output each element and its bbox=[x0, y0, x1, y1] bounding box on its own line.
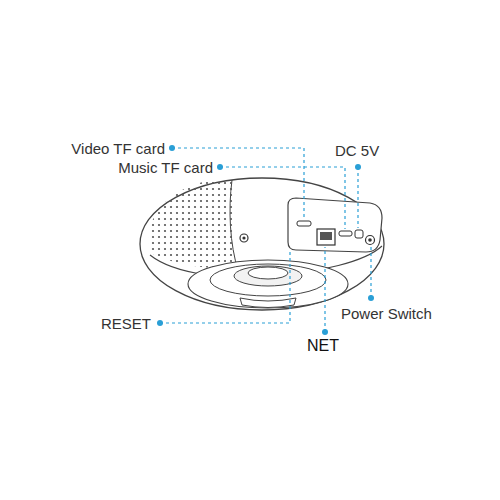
callout-label: RESET bbox=[100, 316, 152, 331]
callout-label: Power Switch bbox=[340, 306, 433, 321]
callout-label: DC 5V bbox=[334, 143, 380, 158]
callout-label: Music TF card bbox=[117, 160, 214, 175]
callout-label: Video TF card bbox=[70, 141, 166, 156]
leader-lines bbox=[160, 148, 371, 332]
callout-label: NET bbox=[306, 338, 340, 354]
